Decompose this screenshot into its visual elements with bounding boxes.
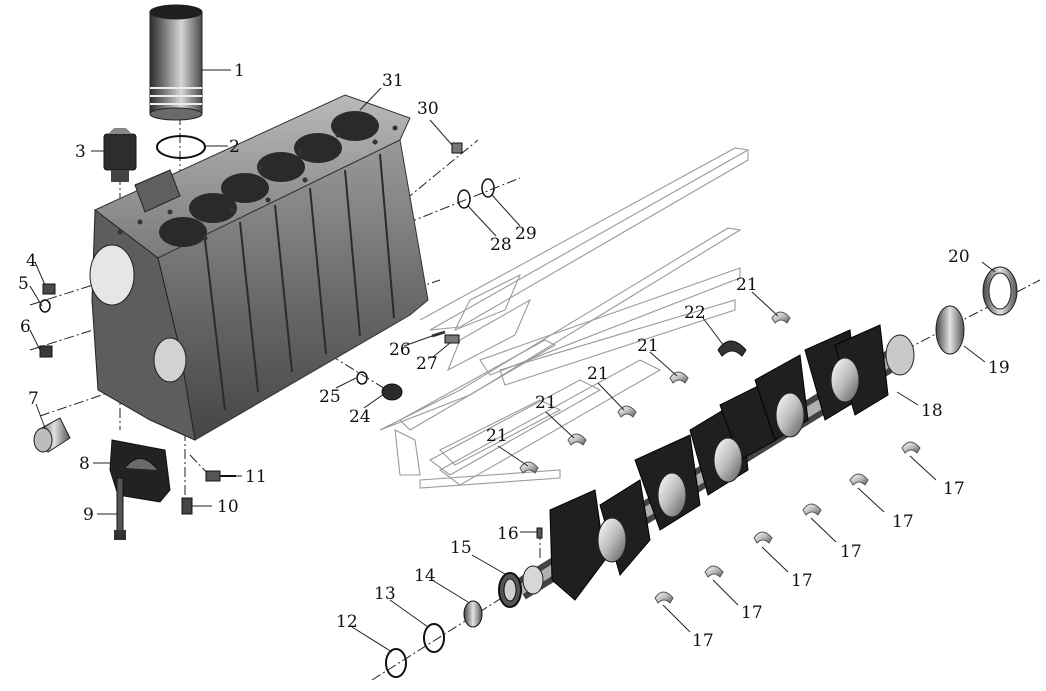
oil-jet-24 [381,383,403,401]
callout-12: 12 [336,612,358,632]
callout-17-a: 17 [692,631,714,651]
plug-30 [451,142,463,154]
ring-29 [481,178,495,198]
callout-17-b: 17 [741,603,763,623]
dowel-26 [431,330,446,338]
callout-21-b: 21 [535,393,557,413]
callout-17-d: 17 [840,542,862,562]
callout-8: 8 [79,454,90,474]
callout-13: 13 [374,584,396,604]
callout-21-d: 21 [637,336,659,356]
ring-19 [935,305,965,355]
callout-21-e: 21 [736,275,758,295]
callout-29: 29 [515,224,537,244]
callout-17-e: 17 [892,512,914,532]
callout-7: 7 [28,389,39,409]
cylinder-liner [149,4,203,121]
ring-28 [457,189,471,209]
callout-17-c: 17 [791,571,813,591]
ghost-outline-frames [379,147,749,489]
callout-5: 5 [18,274,29,294]
callout-20: 20 [948,247,970,267]
main-bearing-cap [109,439,171,503]
callout-25: 25 [319,387,341,407]
washer-5 [39,299,51,313]
callout-9: 9 [83,505,94,525]
spacer-14 [463,600,483,628]
bolt-10 [181,497,193,515]
plug-4 [42,283,56,295]
crank-gear [498,572,522,608]
cam-bushing [33,417,71,453]
callout-16: 16 [497,524,519,544]
callout-21-c: 21 [587,364,609,384]
callout-19: 19 [988,358,1010,378]
cylinder-bores [159,111,379,247]
callout-22: 22 [684,303,706,323]
callout-3: 3 [75,142,86,162]
seal-25 [356,371,368,385]
plug-27 [444,334,460,344]
crankshaft [514,324,915,601]
callout-15: 15 [450,538,472,558]
seal-ring-13 [423,623,445,653]
leader-lines [29,69,996,653]
liner-o-ring [156,135,206,159]
callout-labels: 1 2 3 4 5 6 7 8 9 10 11 12 13 14 15 16 1… [18,61,1010,651]
callout-1: 1 [234,61,245,81]
callout-26: 26 [389,340,411,360]
ring-20 [982,266,1018,316]
callout-30: 30 [417,99,439,119]
callout-10: 10 [217,497,239,517]
cap-bolt [114,477,126,540]
callout-28: 28 [490,235,512,255]
nozzle-11 [205,470,236,482]
callout-21-a: 21 [486,426,508,446]
seal-ring-12 [385,648,407,678]
callout-31: 31 [382,71,404,91]
callout-18: 18 [921,401,943,421]
callout-11: 11 [245,467,267,487]
callout-2: 2 [229,137,240,157]
plug-6 [39,345,53,358]
callout-4: 4 [26,251,37,271]
callout-27: 27 [416,354,438,374]
key-16 [536,527,543,539]
callout-14: 14 [414,566,436,586]
block-plug [103,128,137,182]
callout-17-f: 17 [943,479,965,499]
callout-24: 24 [349,407,371,427]
thrust-washer-22 [717,340,747,357]
cylinder-block [89,94,429,441]
main-bearing-shells [654,441,921,604]
callout-6: 6 [20,317,31,337]
